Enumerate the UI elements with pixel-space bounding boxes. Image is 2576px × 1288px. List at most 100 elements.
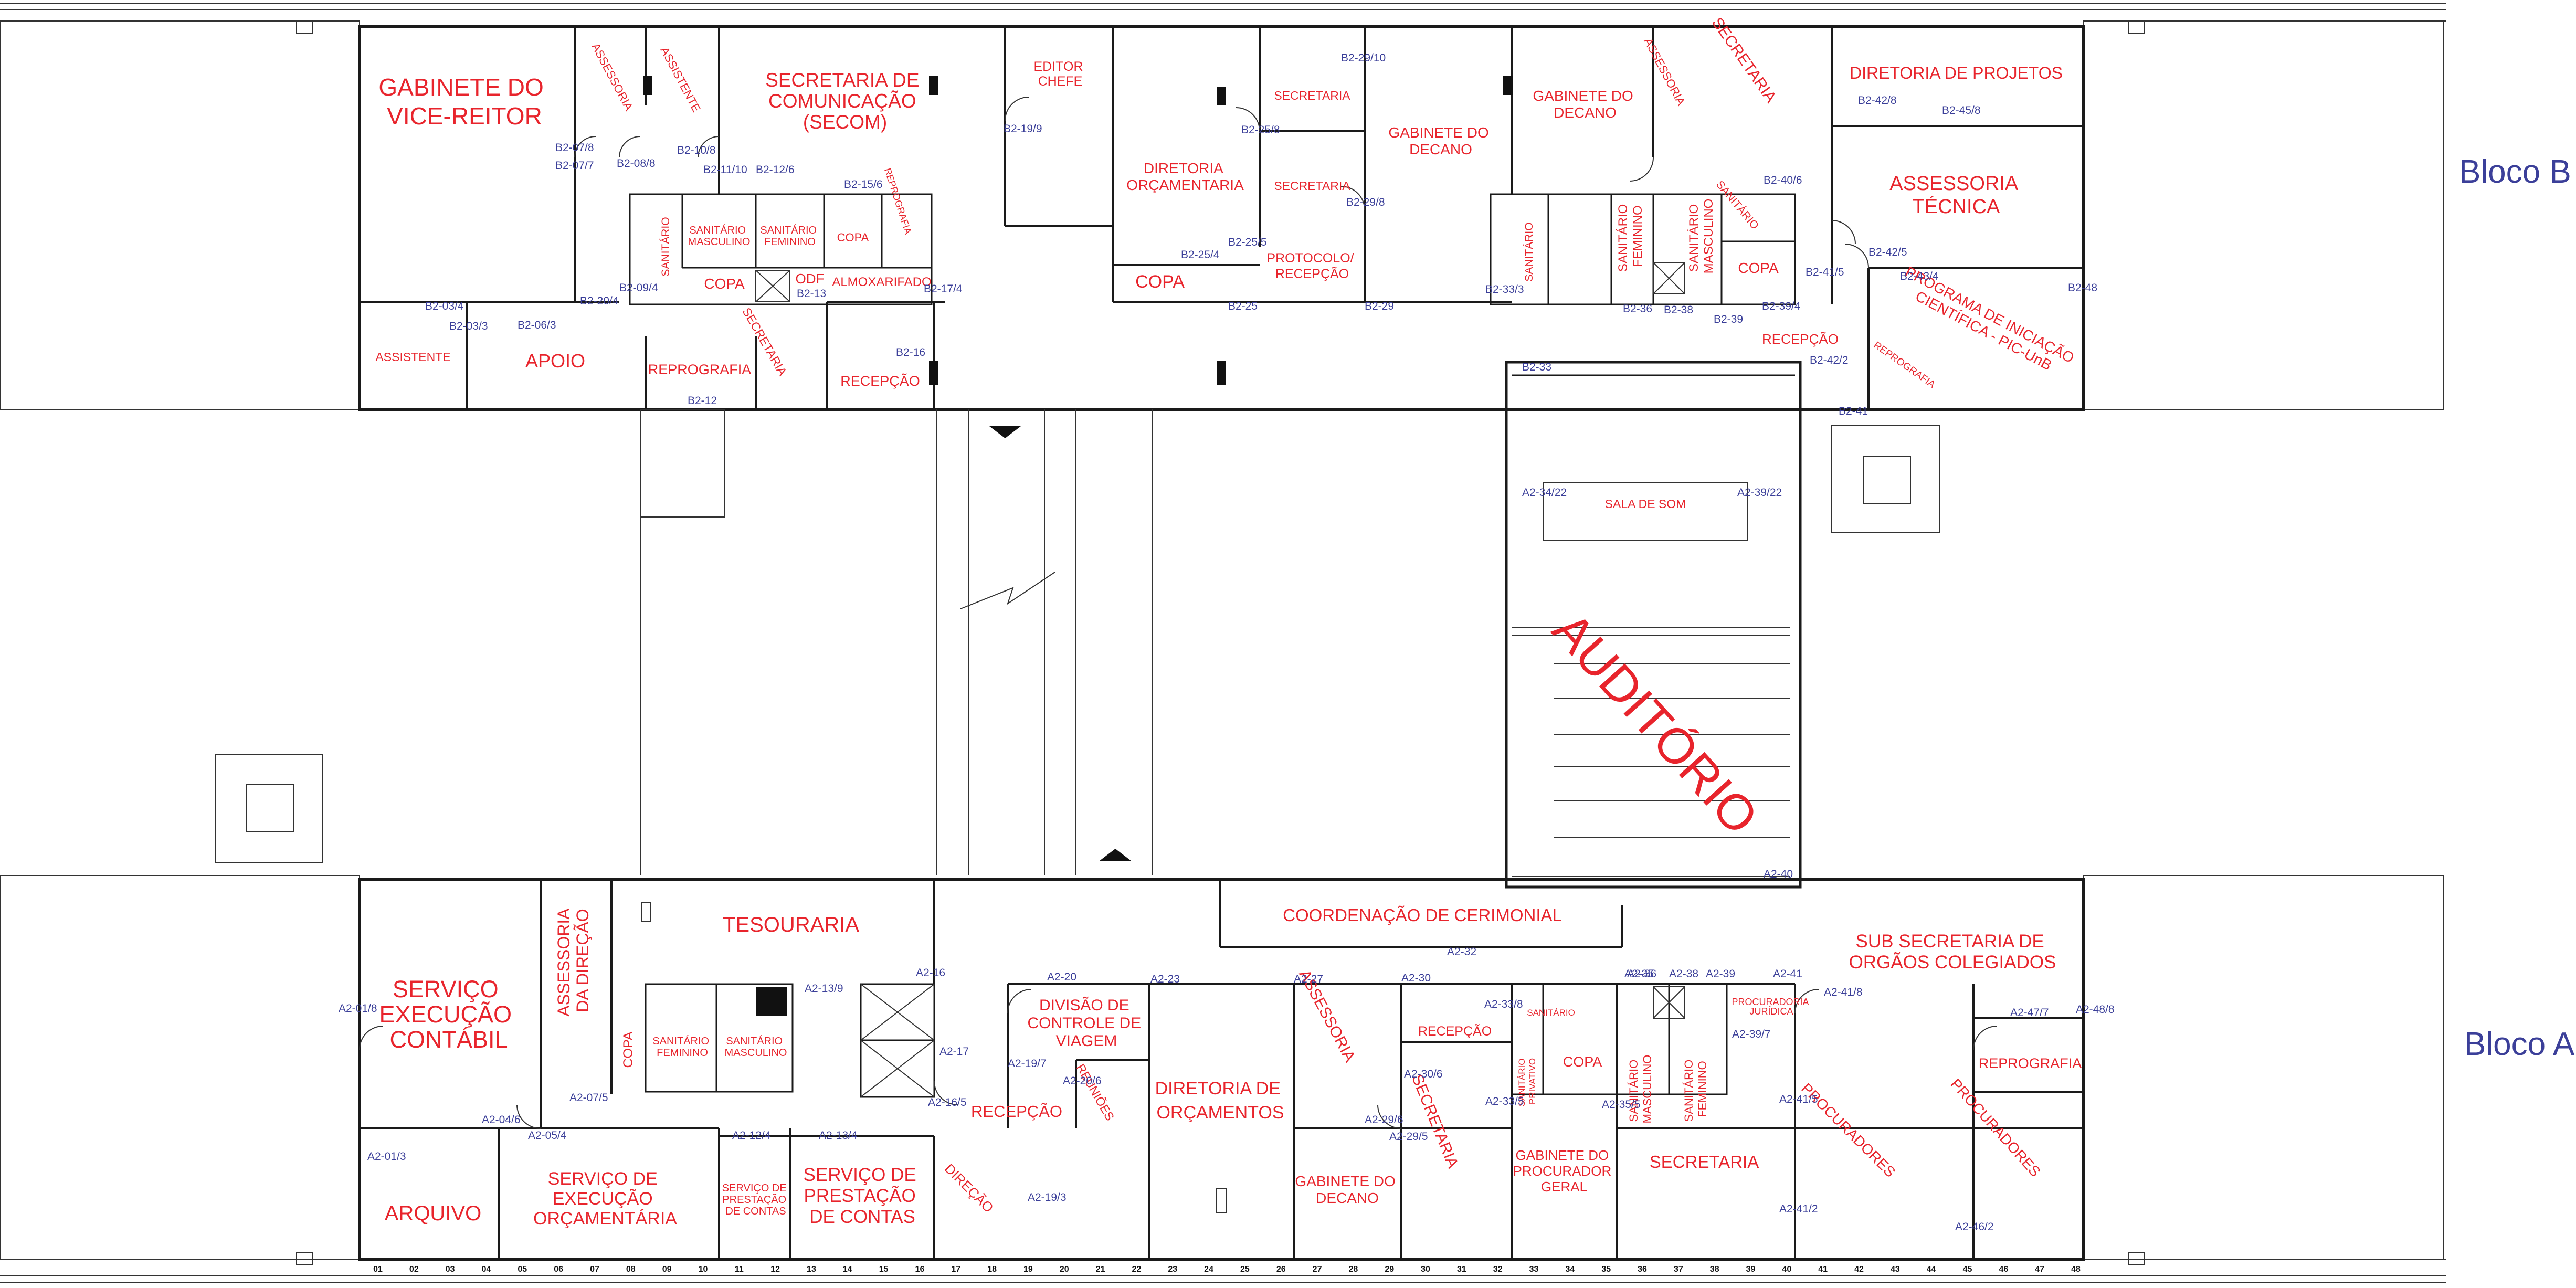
block-b-walls [358,25,2085,411]
door-label: A2-36 [1627,968,1656,980]
door-label: A2-04/6 [482,1114,521,1126]
axis-label: 39 [1746,1265,1756,1274]
door-label: B2-10/8 [677,144,716,156]
room-secretaria-a2: SECRETARIA [1650,1152,1759,1171]
wing-right-a [2083,875,2444,1260]
room-copa-b2: COPA [704,276,745,292]
axis-label: 41 [1818,1265,1828,1274]
door-label: B2-29/10 [1341,52,1386,64]
door-label: A2-29/6 [1365,1114,1403,1126]
room-direcao: DIREÇÃO [942,1160,997,1216]
door-label: A2-19/7 [1008,1058,1047,1070]
door-label: A2-35/5 [1602,1099,1641,1111]
room-odf: ODF [796,271,825,287]
room-secretaria-b1: SECRETARIA [1274,89,1350,102]
door-label: B2-07/7 [555,160,594,172]
room-sanitario-feminino-a2: SANITÁRIO FEMININO [1682,1057,1709,1122]
room-sala-de-som: SALA DE SOM [1605,497,1686,511]
door-label: B2-16 [896,346,925,358]
room-diretoria-projetos: DIRETORIA DE PROJETOS [1850,64,2063,82]
axis-label: 27 [1313,1265,1322,1274]
axis-label: 08 [626,1265,636,1274]
room-sanitario-a1: SANITÁRIO [1527,1008,1575,1018]
door-label: B2-39 [1714,313,1743,325]
door-label: B2-20/4 [580,295,619,307]
door-label: A2-12/4 [732,1129,771,1142]
door-label: B2-48 [2068,282,2097,294]
wing-left-b [0,20,360,410]
room-arquivo: ARQUIVO [385,1202,481,1225]
door-label: B2-06/3 [518,319,556,331]
room-diretoria-orcamentaria: DIRETORIA ORÇAMENTARIA [1126,160,1244,193]
room-assessoria-b2: ASSESSORIA [1641,36,1688,108]
door-label: A2-27 [1294,973,1323,985]
auditorium [1505,361,1802,889]
axis-label: 23 [1168,1265,1177,1274]
room-sanitario-feminino-b1: SANITÁRIO FEMININO [760,224,819,248]
door-label: A2-16/5 [928,1096,967,1108]
room-recepcao-b3: RECEPÇÃO [1762,331,1839,347]
room-sanitario-masculino-a2: SANITÁRIO MASCULINO [1627,1055,1654,1124]
door-label: A2-19/3 [1028,1191,1067,1203]
room-recepcao-b2: RECEPÇÃO [840,373,920,389]
door-label: B2-07/8 [555,142,594,154]
axis-label: 16 [915,1265,925,1274]
door-label: A2-38 [1669,968,1698,980]
room-divisao-viagem: DIVISÃO DE CONTROLE DE VIAGEM [1027,996,1145,1050]
room-auditorio: AUDITÓRIO [1542,602,1769,845]
axis-label: 46 [1999,1265,2008,1274]
door-label: B2-13 [797,288,826,300]
axis-label: 48 [2071,1265,2081,1274]
room-servico-prestacao-small: SERVIÇO DE PRESTAÇÃO DE CONTAS [722,1183,790,1217]
door-label: A2-13/4 [819,1129,858,1142]
room-apoio: APOIO [525,350,585,372]
room-sanitario-b3: SANITÁRIO [1714,178,1761,231]
room-coordenacao-cerimonial: COORDENAÇÃO DE CERIMONIAL [1283,905,1562,925]
axis-label: 22 [1132,1265,1142,1274]
door-label: B2-43/4 [1900,270,1939,282]
door-label: A2-39 [1706,968,1735,980]
top-rail [0,3,2446,34]
door-label: A2-23 [1150,973,1180,985]
axis-label: 25 [1240,1265,1250,1274]
door-label: A2-33/5 [1485,1095,1524,1107]
axis-label: 26 [1276,1265,1286,1274]
axis-label: 30 [1421,1265,1430,1274]
axis-label: 02 [409,1265,419,1274]
axis-label: 28 [1349,1265,1358,1274]
door-label: B2-42/8 [1858,94,1897,107]
wing-left-a [0,875,360,1260]
door-label: B2-03/3 [449,320,488,332]
axis-label: 43 [1891,1265,1900,1274]
room-gabinete-procurador: GABINETE DO PROCURADOR GERAL [1513,1147,1615,1195]
axis-label: 24 [1204,1265,1213,1274]
room-procuradoria: PROCURADORIA JURÍDICA [1732,997,1811,1017]
door-label: A2-35 [1624,968,1654,980]
axis-label: 06 [554,1265,563,1274]
axis-label: 19 [1023,1265,1033,1274]
axis-label: 40 [1782,1265,1791,1274]
door-label: A2-41/5 [1779,1093,1818,1105]
room-tesouraria: TESOURARIA [723,913,859,936]
room-servico-contabil: SERVIÇO EXECUÇÃO CONTÁBIL [379,976,518,1053]
room-reunioes: REUNIÕES [1074,1061,1117,1123]
door-label: B2-42/5 [1868,246,1907,258]
axis-label: 34 [1565,1265,1575,1274]
room-reprografia-a: REPROGRAFIA [1979,1055,2082,1071]
door-label: B2-25/5 [1228,236,1267,248]
axis-label: 47 [2035,1265,2044,1274]
axis-label: 09 [662,1265,672,1274]
room-secretaria-b2: SECRETARIA [1274,179,1350,193]
room-secretaria-a1: SECRETARIA [1408,1072,1462,1170]
room-gabinete-decano-b2: GABINETE DO DECANO [1533,88,1637,121]
room-assessoria-tecnica: ASSESSORIA TÉCNICA [1889,173,2022,218]
room-copa-a1: COPA [621,1031,636,1068]
room-sanitario-privativo: SANITÁRIO PRIVATIVO [1517,1056,1537,1106]
door-label: A2-46/2 [1955,1221,1994,1233]
room-assessoria-direcao: ASSESSORIA DA DIREÇÃO [554,904,592,1016]
axis-label: 35 [1601,1265,1611,1274]
room-assistente-b1: ASSISTENTE [658,45,703,114]
room-sanitario-b1: SANITÁRIO [660,217,672,276]
room-gabinete-vice-reitor: GABINETE DO VICE-REITOR [378,73,550,130]
